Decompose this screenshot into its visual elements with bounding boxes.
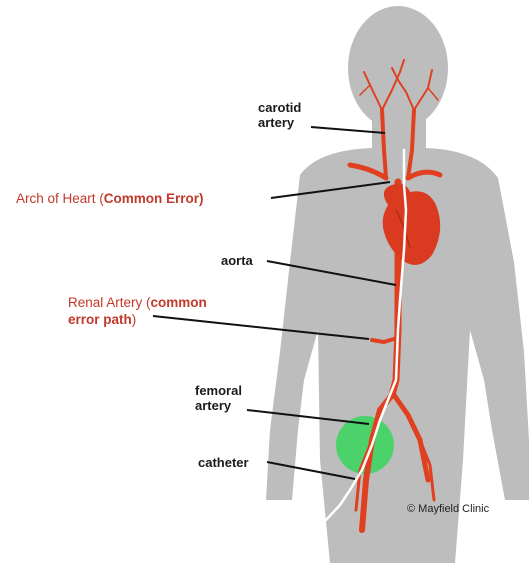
renal-label-bold1: common	[151, 295, 207, 310]
renal-label-bold2: error path	[68, 312, 132, 327]
carotid-label-line2: artery	[258, 115, 301, 130]
femoral-artery-label: femoral artery	[195, 383, 242, 413]
renal-artery-label: Renal Artery (common error path)	[68, 294, 207, 328]
arch-of-heart-label: Arch of Heart (Common Error)	[16, 190, 204, 207]
arch-label-prefix: Arch of Heart (	[16, 191, 104, 206]
copyright-notice: © Mayfield Clinic	[407, 503, 489, 515]
catheter-label: catheter	[198, 455, 249, 470]
aorta-label: aorta	[221, 253, 253, 268]
arch-label-bold: Common Error)	[104, 191, 204, 206]
renal-label-suffix: )	[132, 312, 137, 327]
femoral-label-line2: artery	[195, 398, 242, 413]
catheter-label-text: catheter	[198, 455, 249, 470]
aorta-label-text: aorta	[221, 253, 253, 268]
carotid-label-line1: carotid	[258, 100, 301, 115]
renal-label-prefix: Renal Artery (	[68, 295, 151, 310]
femoral-label-line1: femoral	[195, 383, 242, 398]
carotid-artery-label: carotid artery	[258, 100, 301, 130]
